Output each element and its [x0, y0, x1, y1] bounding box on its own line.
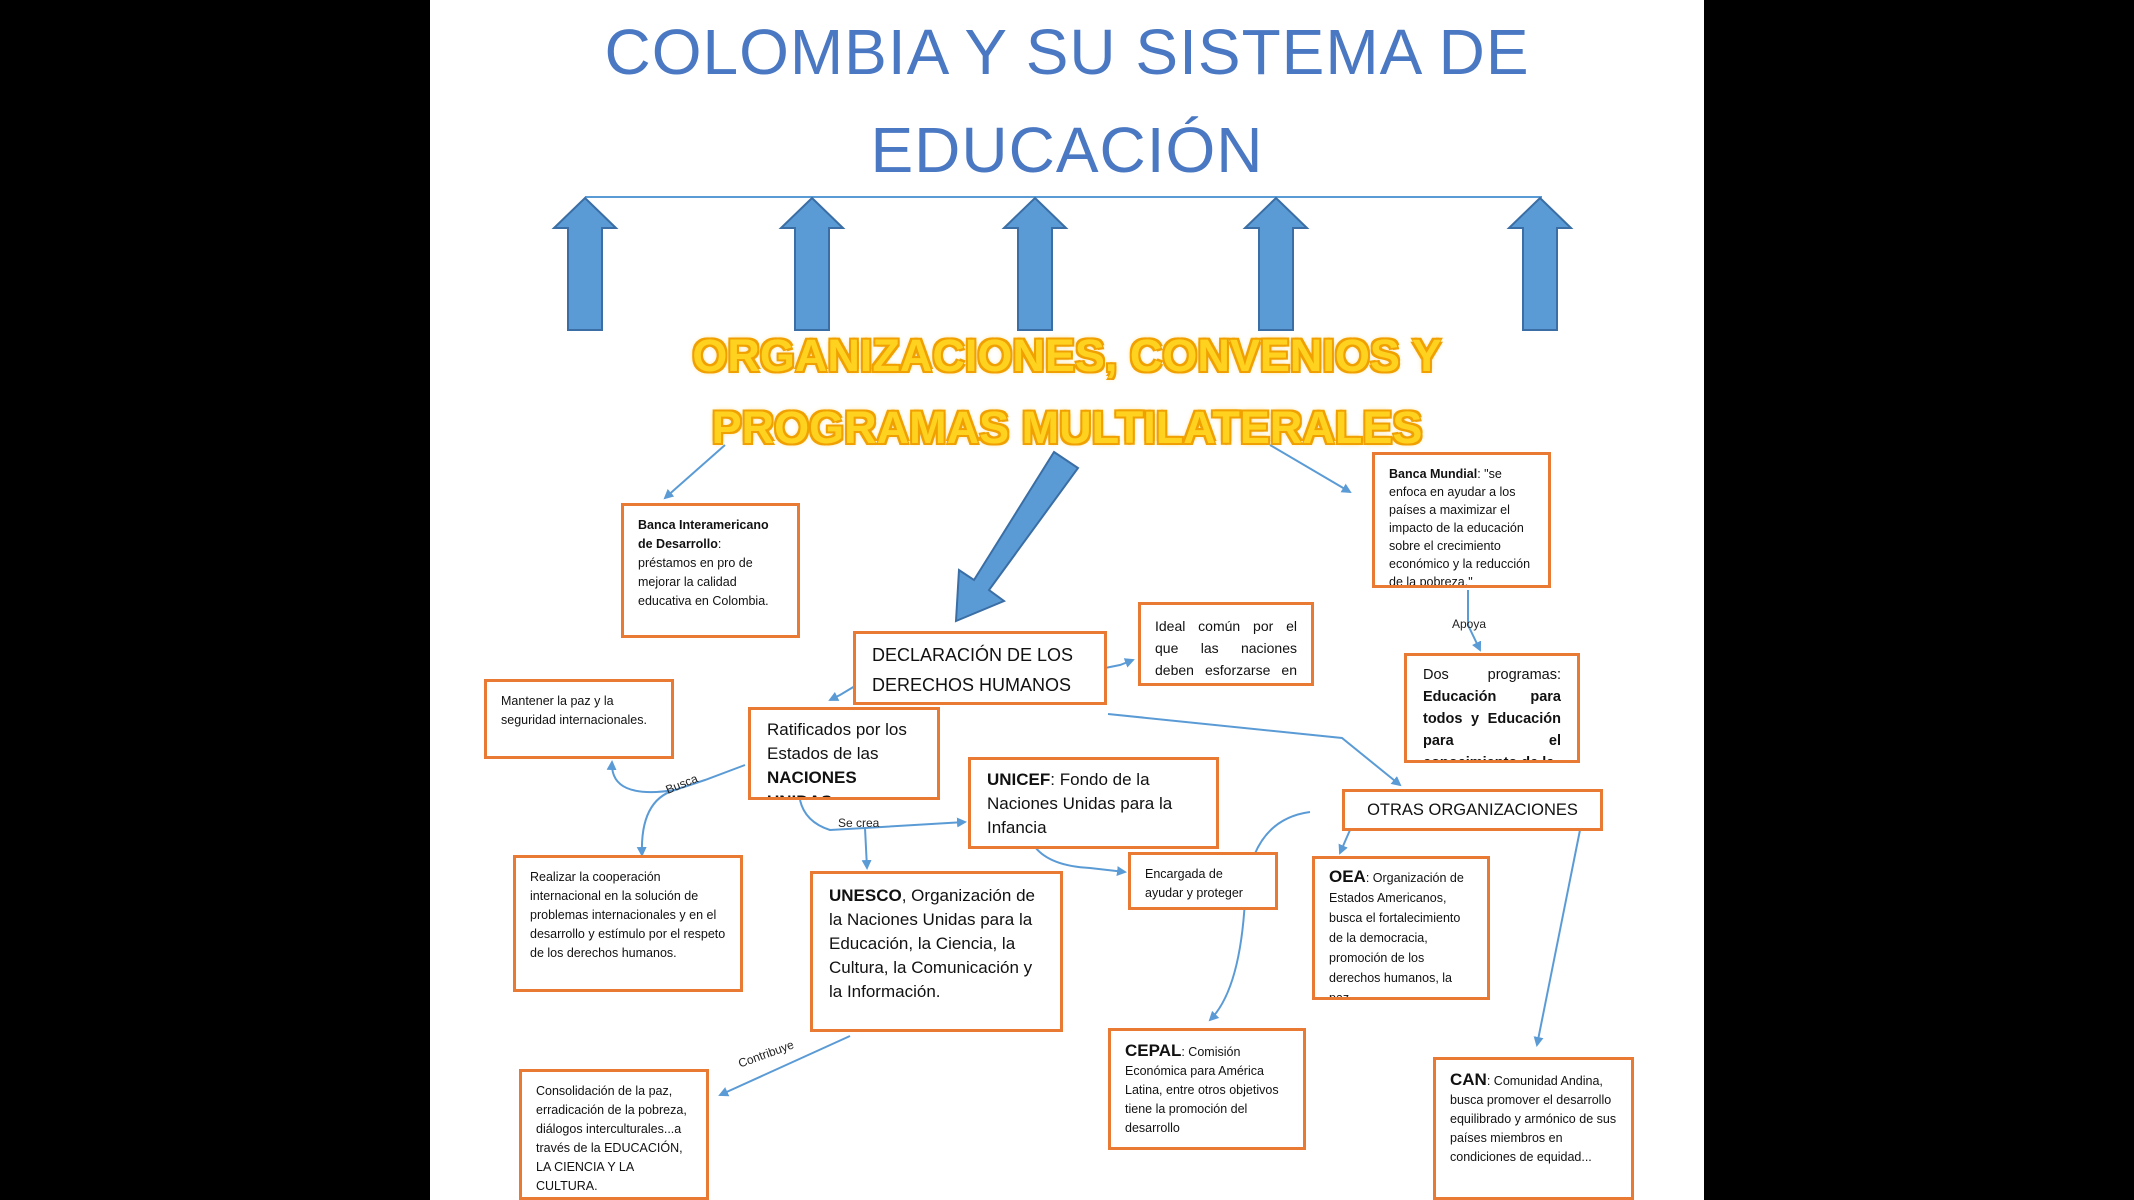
unicef-name: UNICEF: [987, 770, 1051, 789]
oea-text: : Organización de Estados Americanos, bu…: [1329, 871, 1464, 1000]
up-block-arrow-5: [1506, 196, 1574, 331]
can-name: CAN: [1450, 1070, 1487, 1089]
encargada-text: Encargada de ayudar y proteger: [1145, 867, 1243, 900]
connector-to-unesco: [861, 827, 872, 870]
slide: COLOMBIA Y SU SISTEMA DE EDUCACIÓN: [430, 0, 1704, 1200]
node-otras-organizaciones: OTRAS ORGANIZACIONES: [1342, 789, 1603, 831]
title-line-2: EDUCACIÓN: [870, 114, 1264, 186]
edge-label-se-crea: Se crea: [838, 816, 880, 830]
banca-mundial-name: Banca Mundial: [1389, 467, 1478, 481]
node-consolidacion: Consolidación de la paz, erradicación de…: [519, 1069, 709, 1200]
bid-name: Banca Interamericano de Desarrollo: [638, 518, 769, 551]
connector-to-otras: [1107, 713, 1402, 787]
connector-to-consolidacion: [718, 1035, 851, 1097]
connector-to-banca-mundial: [1269, 444, 1352, 494]
dos-programas-prefix: Dos programas:: [1423, 667, 1561, 683]
up-block-arrow-4: [1242, 196, 1310, 331]
node-unicef: UNICEF: Fondo de la Naciones Unidas para…: [968, 757, 1219, 849]
unesco-name: UNESCO: [829, 886, 902, 905]
up-block-arrow-1: [551, 196, 619, 331]
connector-layer: [551, 196, 1581, 1097]
unesco-text: , Organización de la Naciones Unidas par…: [829, 886, 1035, 1001]
ratificados-text: Ratificados por los Estados de las: [767, 720, 907, 763]
node-dos-programas: Dos programas: Educación para todos y Ed…: [1404, 653, 1580, 763]
subtitle-line-2: PROGRAMAS MULTILATERALES: [711, 402, 1423, 453]
connector-to-encargada: [1034, 846, 1127, 877]
node-banca-mundial: Banca Mundial: "se enfoca en ayudar a lo…: [1372, 452, 1551, 588]
connector-to-cooperacion: [636, 789, 676, 857]
consolidacion-text: Consolidación de la paz, erradicación de…: [536, 1084, 687, 1193]
unicef-text: : Fondo de la Naciones Unidas para la In…: [987, 770, 1173, 837]
bid-text: : préstamos en pro de mejorar la calidad…: [638, 537, 769, 608]
connector-to-oea: [1338, 829, 1351, 855]
node-mantener-paz: Mantener la paz y la seguridad internaci…: [484, 679, 674, 759]
subtitle-line-1: ORGANIZACIONES, CONVENIOS Y: [692, 330, 1442, 381]
banca-mundial-text: : "se enfoca en ayudar a los países a ma…: [1389, 467, 1531, 588]
node-cepal: CEPAL: Comisión Económica para América L…: [1108, 1028, 1306, 1150]
otras-text: OTRAS ORGANIZACIONES: [1367, 801, 1578, 819]
connector-to-cepal: [1208, 811, 1311, 1022]
node-bid: Banca Interamericano de Desarrollo: prés…: [621, 503, 800, 638]
edge-label-apoya: Apoya: [1452, 617, 1487, 631]
node-ratificados: Ratificados por los Estados de las NACIO…: [748, 707, 940, 800]
node-can: CAN: Comunidad Andina, busca promover el…: [1433, 1057, 1634, 1200]
dos-programas-names: Educación para todos y Educación para el…: [1423, 689, 1561, 763]
oea-name: OEA: [1329, 867, 1366, 886]
ideal-text: Ideal común por el que las naciones debe…: [1155, 618, 1297, 678]
can-text: : Comunidad Andina, busca promover el de…: [1450, 1074, 1617, 1164]
connector-apoya: [1467, 590, 1482, 652]
connector-to-bid: [663, 444, 726, 500]
up-block-arrow-3: [1001, 196, 1069, 331]
connector-to-unicef: [799, 799, 967, 832]
cepal-text: : Comisión Económica para América Latina…: [1125, 1045, 1279, 1135]
node-ideal: Ideal común por el que las naciones debe…: [1138, 602, 1314, 686]
up-block-arrow-2: [778, 196, 846, 331]
diagonal-block-arrow: [954, 450, 1080, 623]
cepal-name: CEPAL: [1125, 1041, 1182, 1060]
connector-to-ideal: [1104, 658, 1135, 669]
node-oea: OEA: Organización de Estados Americanos,…: [1312, 856, 1490, 1000]
node-cooperacion: Realizar la cooperación internacional en…: [513, 855, 743, 992]
node-encargada: Encargada de ayudar y proteger: [1128, 852, 1278, 910]
cooperacion-text: Realizar la cooperación internacional en…: [530, 870, 726, 960]
title-line-1: COLOMBIA Y SU SISTEMA DE: [604, 16, 1530, 88]
node-unesco: UNESCO, Organización de la Naciones Unid…: [810, 871, 1063, 1032]
ratificados-bold: NACIONES UNIDAS: [767, 768, 857, 797]
declaracion-text: DECLARACIÓN DE LOS DERECHOS HUMANOS: [872, 645, 1074, 695]
mantener-paz-text: Mantener la paz y la seguridad internaci…: [501, 694, 647, 727]
node-declaracion: DECLARACIÓN DE LOS DERECHOS HUMANOS: [853, 631, 1107, 705]
connector-to-can: [1533, 829, 1581, 1047]
